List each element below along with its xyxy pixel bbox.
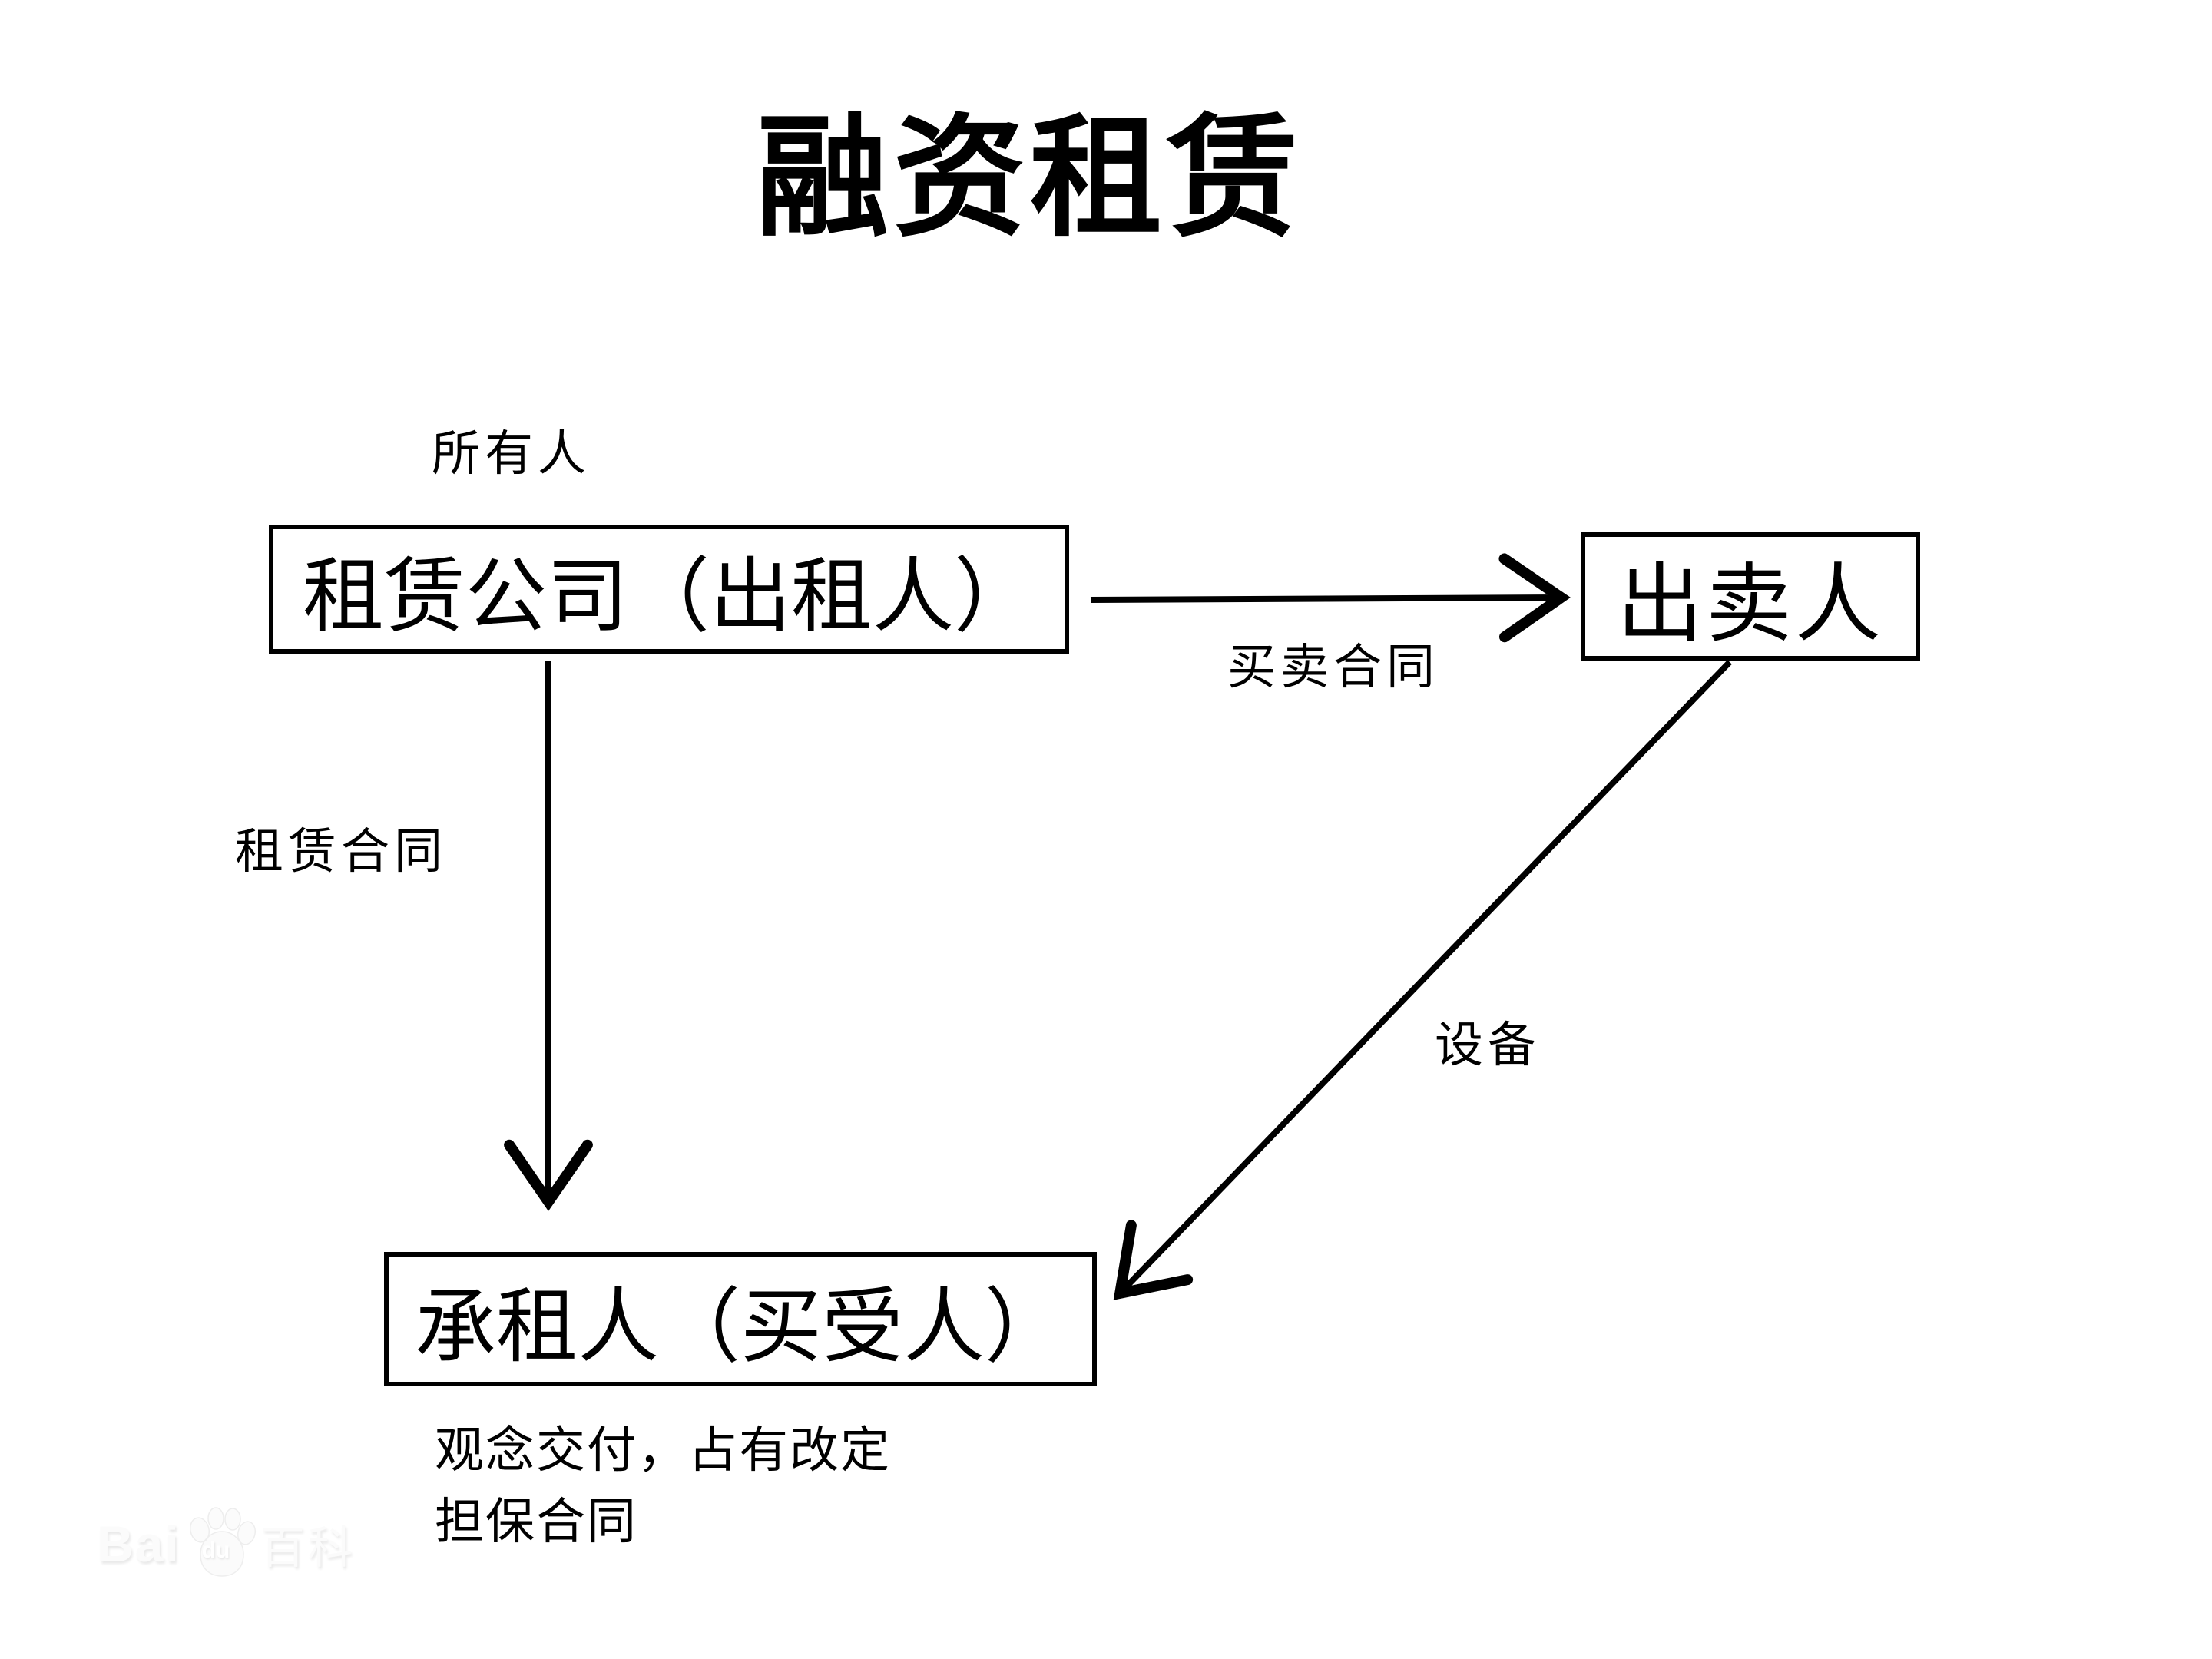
page-title: 融资租赁 <box>757 107 1303 253</box>
seller-box: 出卖人 <box>1581 532 1920 661</box>
lessor-box-label: 租赁公司（出租人） <box>303 552 1035 642</box>
watermark-du-text: du <box>201 1538 230 1563</box>
arrow-sale-contract <box>1090 553 1571 643</box>
delivery-note: 观念交付，占有改定 担保合同 <box>435 1416 891 1558</box>
owner-label: 所有人 <box>432 427 591 481</box>
watermark-baike-text: 百科 <box>260 1523 356 1573</box>
sale-contract-label: 买卖合同 <box>1227 641 1439 694</box>
watermark-bai-text: Bai <box>97 1515 180 1572</box>
delivery-note-line2: 担保合同 <box>435 1494 637 1549</box>
baidu-paw-icon: du <box>182 1507 259 1581</box>
arrow-equipment <box>1113 660 1732 1300</box>
lessee-box: 承租人（买受人） <box>384 1252 1097 1386</box>
delivery-note-line1: 观念交付，占有改定 <box>435 1423 891 1478</box>
baidu-baike-watermark: Bai du 百科 <box>97 1507 356 1581</box>
lessor-box: 租赁公司（出租人） <box>269 525 1069 654</box>
equipment-label: 设备 <box>1435 1018 1541 1072</box>
seller-box-label: 出卖人 <box>1617 557 1884 653</box>
lease-contract-label: 租赁合同 <box>235 825 447 879</box>
lessee-box-label: 承租人（买受人） <box>415 1282 1066 1373</box>
